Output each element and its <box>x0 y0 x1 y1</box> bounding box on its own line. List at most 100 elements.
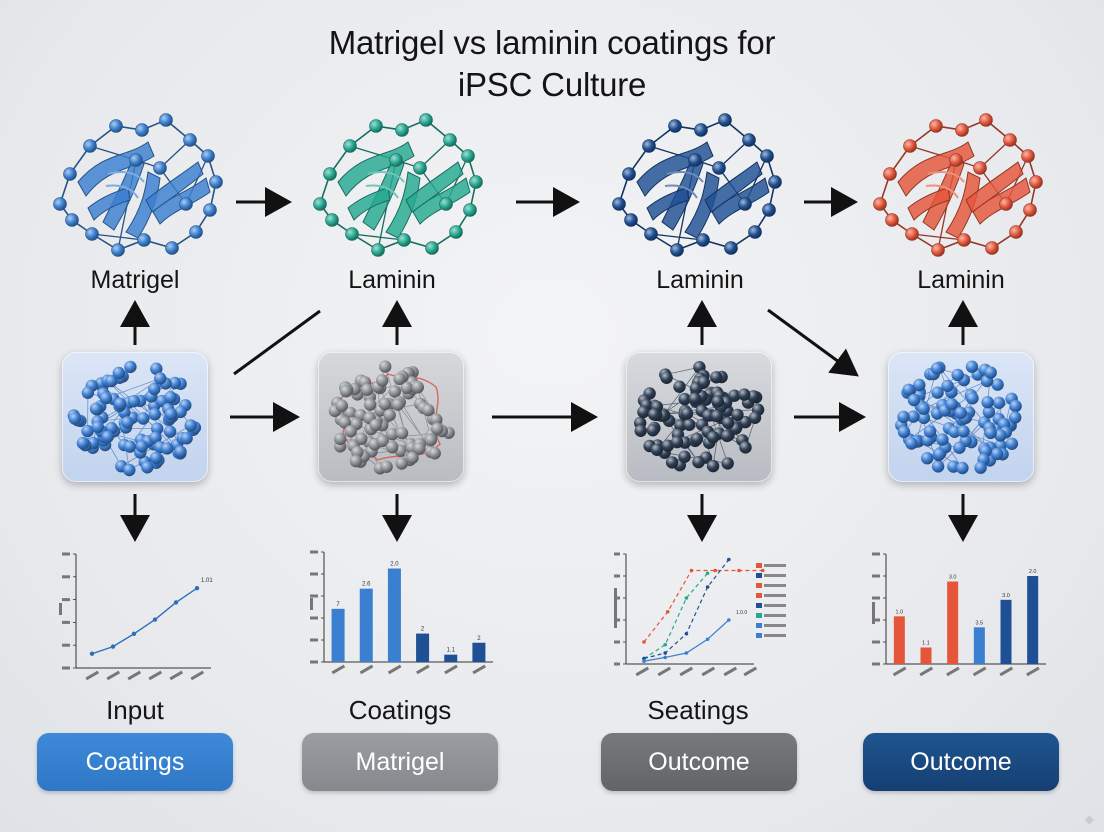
bottom-label-1: Input <box>106 695 164 725</box>
data-point <box>684 651 689 655</box>
x-tick-label <box>331 664 346 675</box>
bar <box>472 642 486 662</box>
data-label: 1.0.0 <box>736 610 747 616</box>
data-point <box>727 557 731 562</box>
arrow-diagonal <box>767 308 859 377</box>
data-point <box>665 609 670 614</box>
bar <box>1027 576 1039 664</box>
x-tick-label <box>472 664 486 675</box>
series-line <box>643 572 709 660</box>
x-tick-label <box>723 666 738 677</box>
series-line <box>643 559 730 660</box>
data-point <box>705 637 710 642</box>
x-tick-label <box>190 670 205 681</box>
bar <box>444 654 458 662</box>
x-tick-label <box>972 666 987 677</box>
data-point <box>152 617 158 622</box>
x-tick-label <box>679 666 694 677</box>
protein-structure-1 <box>53 113 223 257</box>
x-tick-label <box>387 664 402 675</box>
legend-swatch <box>756 583 762 588</box>
coating-box-2 <box>318 352 464 482</box>
data-point <box>663 642 667 647</box>
bar <box>893 616 905 664</box>
bar <box>920 647 932 664</box>
data-point <box>684 631 689 636</box>
data-point <box>642 656 646 661</box>
data-label: 3.5 <box>976 620 984 626</box>
data-point <box>705 585 710 589</box>
legend-swatch <box>756 633 762 638</box>
x-tick-label <box>657 666 672 677</box>
x-tick-label <box>919 666 934 677</box>
data-point <box>713 568 718 573</box>
x-tick-label <box>148 670 163 681</box>
data-label: 1.1 <box>447 648 456 654</box>
pill-outcome-2: Outcome <box>863 733 1059 791</box>
bar-chart-1: 7 2.6 2.0 2 1.1 2 <box>310 550 493 675</box>
series-line <box>643 619 730 662</box>
bar <box>359 588 373 662</box>
data-label: 2.6 <box>362 582 371 588</box>
pill-outcome-1: Outcome <box>601 733 797 791</box>
x-tick-label <box>1026 666 1040 677</box>
protein-label-2: Laminin <box>348 266 436 294</box>
data-point <box>89 651 95 656</box>
data-point <box>642 640 646 644</box>
x-tick-label <box>946 666 960 677</box>
data-point <box>194 586 200 591</box>
bar <box>973 627 985 664</box>
bar <box>1000 599 1012 664</box>
protein-structure-2 <box>313 113 483 257</box>
data-label: 3.0 <box>1002 593 1010 599</box>
data-label: 7 <box>336 602 340 608</box>
data-label: 2.0 <box>390 562 399 568</box>
bar <box>947 581 959 664</box>
data-label: 2.0 <box>1029 569 1037 575</box>
legend-swatch <box>756 593 762 598</box>
x-tick-label <box>106 670 121 681</box>
series-line <box>91 587 198 655</box>
pill-coatings: Coatings <box>37 733 233 791</box>
legend-swatch <box>756 603 762 608</box>
data-point <box>684 596 689 600</box>
data-label: 1.0 <box>896 609 904 615</box>
bar-chart-2: 1.01.13.03.53.02.0 <box>872 552 1046 677</box>
x-tick-label <box>169 670 184 681</box>
line-chart-2: 1.0.0 <box>614 552 786 677</box>
protein-label-1: Matrigel <box>90 266 180 294</box>
x-tick-label <box>127 670 142 681</box>
data-point <box>642 659 646 664</box>
protein-structure-3 <box>612 113 782 257</box>
protein-label-3: Laminin <box>656 266 744 294</box>
data-label: 1.01 <box>201 578 213 584</box>
series-line <box>643 569 763 643</box>
x-tick-label <box>85 670 100 681</box>
x-tick-label <box>892 666 907 677</box>
data-point <box>663 655 667 660</box>
line-chart-1: 1.01 <box>59 552 213 681</box>
bottom-label-3: Seatings <box>647 695 749 725</box>
protein-structure-4 <box>873 113 1043 257</box>
data-point <box>760 568 765 573</box>
bar <box>416 633 430 662</box>
data-point <box>705 571 710 576</box>
protein-label-4: Laminin <box>917 266 1005 294</box>
data-point <box>727 618 731 622</box>
x-tick-label <box>416 664 430 675</box>
legend-swatch <box>756 563 762 568</box>
data-label: 2 <box>477 636 481 642</box>
legend-swatch <box>756 573 762 578</box>
x-tick-label <box>701 666 716 677</box>
x-tick-label <box>635 666 650 677</box>
diagonal-line <box>233 309 321 376</box>
x-tick-label <box>444 664 458 675</box>
data-point <box>173 600 179 605</box>
watermark-icon: ◆ <box>1084 812 1094 826</box>
data-label: 3.0 <box>949 575 957 581</box>
coating-box-4 <box>888 352 1034 482</box>
data-label: 2 <box>421 627 425 633</box>
legend-swatch <box>756 623 762 628</box>
title-line-1: Matrigel vs laminin coatings for <box>328 24 776 61</box>
